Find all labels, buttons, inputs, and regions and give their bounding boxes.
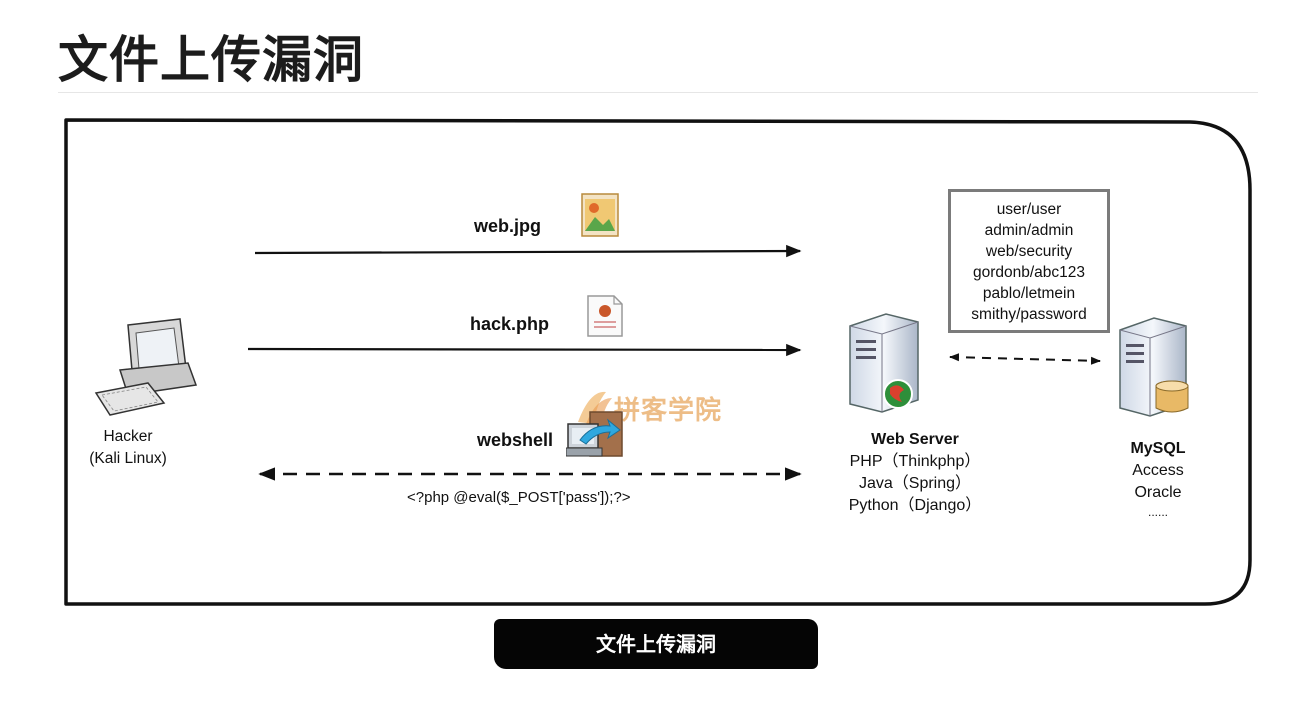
db-access: Access [1132,462,1184,479]
hacker-label: Hacker (Kali Linux) [72,426,184,470]
arrow-web-jpg [254,244,802,258]
web-server-label: Web Server PHP（Thinkphp） Java（Spring） Py… [820,429,1010,517]
credential-item: web/security [985,243,1073,260]
hacker-name: Hacker [103,428,153,445]
credential-item: smithy/password [971,306,1087,323]
caption-bar: 文件上传漏洞 [494,619,818,669]
php-file-icon [587,295,623,337]
computer-arrow-icon [566,411,623,457]
stack-php: PHP（Thinkphp） [849,453,981,470]
database-list: MySQL Access Oracle ...... [1100,438,1216,520]
watermark-text: 拼客学院 [614,396,723,426]
arrow-hack-php [247,343,802,357]
database-server-icon [1119,317,1189,417]
web-server-icon [849,313,919,413]
db-more: ...... [1147,505,1168,519]
credentials-box: user/user admin/admin web/security gordo… [948,189,1110,333]
image-file-icon [581,193,619,237]
db-oracle: Oracle [1134,484,1182,501]
db-mysql: MySQL [1130,440,1186,457]
credential-item: user/user [996,201,1062,218]
credential-item: admin/admin [984,222,1074,239]
hacker-os: (Kali Linux) [89,450,167,467]
arrow-server-db [949,353,1101,365]
title-divider [58,92,1258,93]
credential-item: gordonb/abc123 [972,264,1086,281]
payload-code: <?php @eval($_POST['pass']);?> [407,489,631,506]
upload-image-label: web.jpg [474,216,541,236]
stack-python: Python（Django） [848,497,982,514]
diagram-border [64,118,1252,606]
webshell-label: webshell [477,430,554,450]
page-title: 文件上传漏洞 [58,31,364,89]
upload-php-label: hack.php [470,314,550,334]
desktop-computer-icon [94,318,198,416]
stack-java: Java（Spring） [858,475,972,492]
web-server-title: Web Server [871,431,959,448]
credential-item: pablo/letmein [982,285,1076,302]
